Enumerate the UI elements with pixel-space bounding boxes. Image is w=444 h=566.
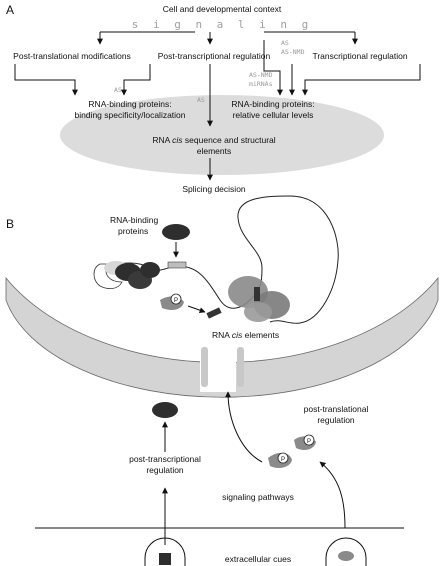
as-nmd-label-mid: AS-NMD — [249, 71, 273, 79]
transcriptional-label: Transcriptional regulation — [312, 51, 407, 61]
phospho-p-b: P — [281, 457, 285, 463]
signaling-pathways-label: signaling pathways — [222, 492, 294, 502]
cis-elements-line2: elements — [197, 146, 232, 156]
light-protein-outline — [93, 263, 123, 290]
rbp-levels-line1: RNA-binding proteins: — [231, 99, 314, 109]
ptl-to-nucleus-arrow — [225, 391, 263, 463]
ligand-square — [159, 553, 171, 565]
extracellular-cues-label: extracellular cues — [225, 554, 291, 564]
rbp-label-line2: proteins — [118, 226, 148, 236]
phospho-arrow — [187, 305, 206, 314]
receptor-right — [325, 537, 367, 566]
phospho-badge-a — [303, 434, 315, 446]
post-translational-label: Post-translational modifications — [13, 51, 131, 61]
cis-elements-line1: RNA cis sequence and structural — [152, 135, 275, 145]
splicing-decision-label: Splicing decision — [182, 184, 246, 194]
rna-binding-site — [167, 261, 187, 269]
context-label: Cell and developmental context — [163, 4, 282, 14]
rbp-protein-cytoplasm — [152, 402, 178, 418]
phospho-p-a: P — [307, 439, 311, 445]
ligand-oval — [338, 551, 354, 561]
rna-cis-elements-label: RNA cis elements — [212, 330, 279, 340]
rbp-binding-line2: binding specificity/localization — [74, 110, 185, 120]
panel-a-label: A — [6, 3, 14, 17]
ptx-label-line1: post-transcriptional — [129, 454, 201, 464]
post-transcriptional-label: Post-transcriptional regulation — [158, 51, 271, 61]
as-nmd-label-top: AS-NMD — [281, 48, 305, 56]
nuclear-pore-left — [201, 347, 208, 387]
ptx-label-line2: regulation — [146, 465, 184, 475]
dark-protein-c — [140, 262, 160, 278]
rbp-protein-top — [162, 224, 190, 240]
nuclear-membrane — [5, 276, 439, 398]
phospho-badge-b — [277, 452, 289, 464]
rna-cis-site — [206, 307, 222, 319]
panel-a-connectors — [14, 40, 421, 181]
phospho-p-nucleus: P — [174, 298, 178, 304]
signaling-branch-lines — [97, 31, 358, 45]
spliceosome-part-c — [244, 302, 272, 322]
signaling-label: s i g n a l i n g — [132, 18, 313, 31]
mirna-label: miRNAs — [249, 80, 273, 88]
rbp-binding-line1: RNA-binding proteins: — [88, 99, 171, 109]
cue-to-ptl-arrow — [319, 461, 346, 529]
as-label-top: AS — [281, 39, 289, 47]
ptl-label-line1: post-translational — [304, 404, 369, 414]
as-label-mid: AS — [197, 96, 205, 104]
ptl-label-line2: regulation — [317, 415, 355, 425]
regulation-ellipse — [60, 95, 384, 175]
panel-b-label: B — [6, 217, 14, 231]
rbp-levels-line2: relative cellular levels — [233, 110, 314, 120]
spliceosome-core — [254, 287, 260, 301]
receptor-left — [144, 537, 186, 566]
nuclear-pore-right — [237, 347, 244, 387]
phospho-badge-nucleus — [170, 293, 182, 305]
rbp-label-line1: RNA-binding — [110, 215, 158, 225]
as-label-left: AS — [114, 86, 122, 94]
